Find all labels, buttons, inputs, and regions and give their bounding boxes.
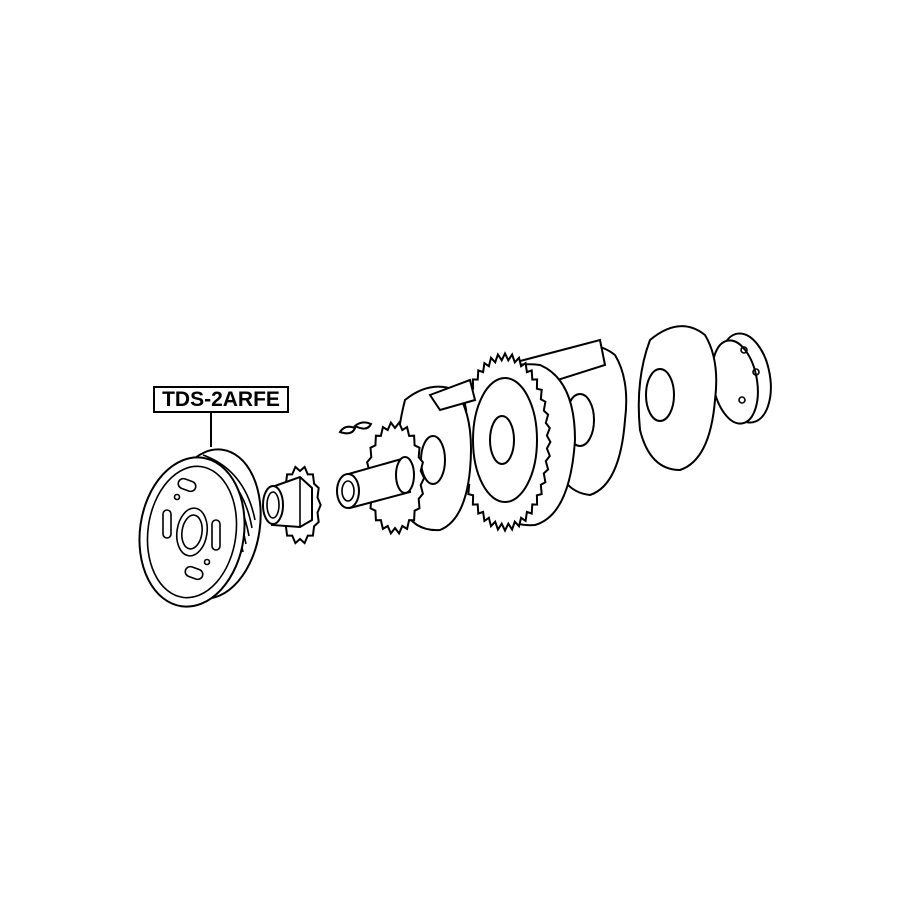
spacer-collar — [262, 475, 313, 529]
crankshaft-nose — [336, 456, 415, 510]
woodruff-keys — [338, 421, 373, 435]
crankshaft — [395, 325, 772, 533]
crankshaft-pulley — [138, 448, 262, 608]
part-number-label: TDS-2ARFE — [153, 386, 289, 413]
